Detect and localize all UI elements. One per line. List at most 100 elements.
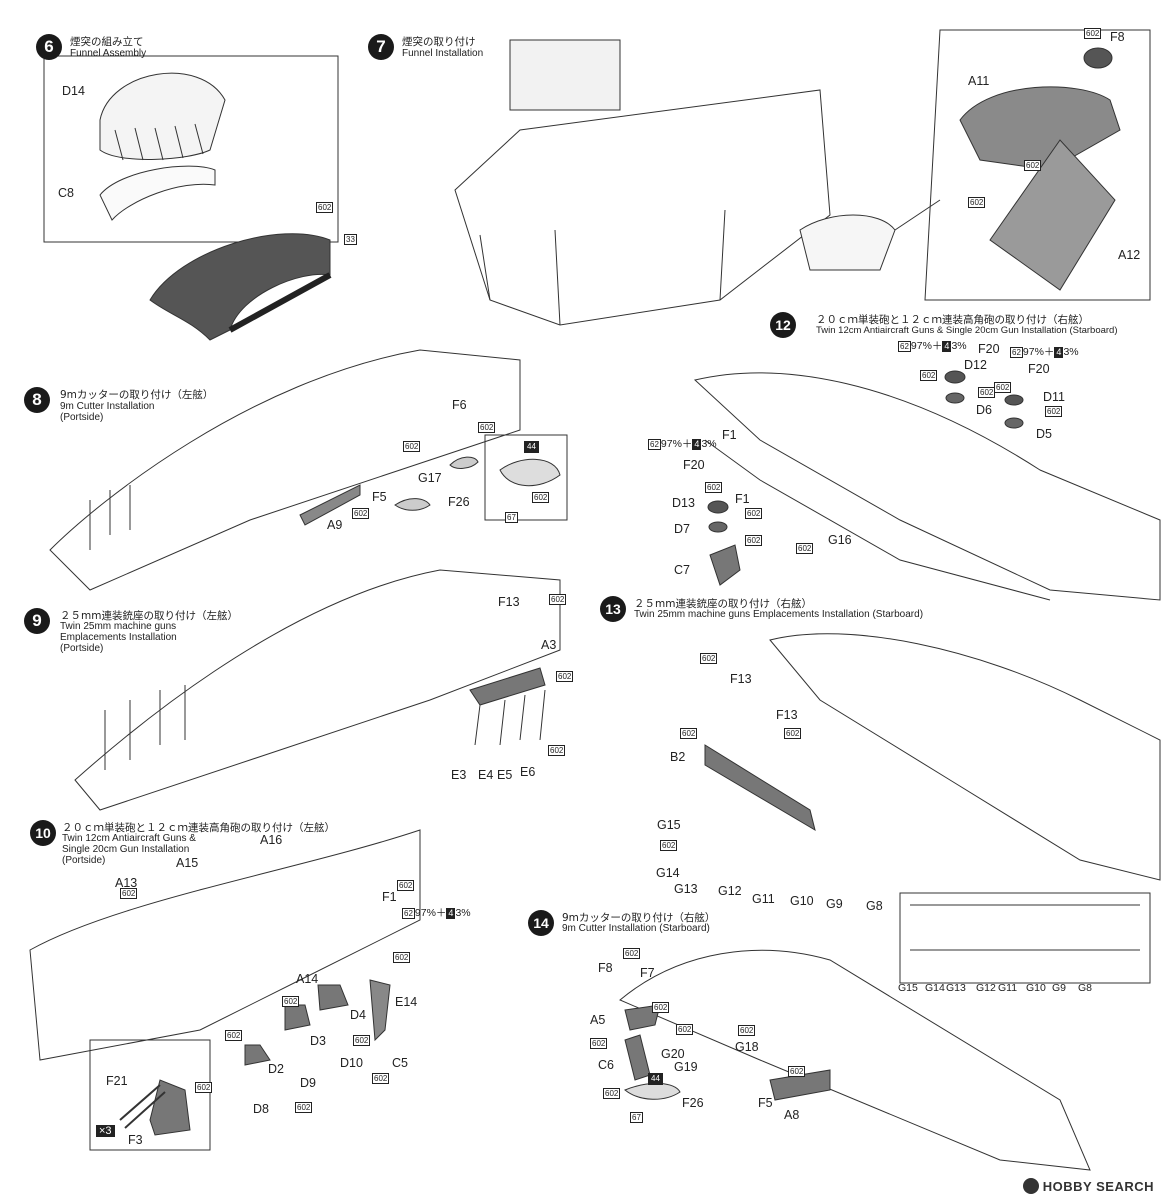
part-label: F13 xyxy=(730,672,752,686)
color-tag: 602 xyxy=(920,370,938,381)
part-B2-shape xyxy=(704,744,816,832)
part-label: D11 xyxy=(1043,390,1066,404)
part-label: E5 xyxy=(497,768,513,782)
color-tag: 602 xyxy=(316,202,334,213)
part-label: E6 xyxy=(520,765,536,779)
inset-label: G9 xyxy=(1052,982,1067,994)
part-label: G10 xyxy=(790,894,814,908)
step-title-en: Twin 12cm Antiaircraft Guns & Single 20c… xyxy=(62,833,196,866)
part-C7-shape xyxy=(709,544,741,586)
color-tag: 602 xyxy=(745,508,763,519)
part-label: A8 xyxy=(784,1108,800,1122)
part-label: E4 xyxy=(478,768,494,782)
part-label: C8 xyxy=(58,186,74,200)
part-label: F7 xyxy=(640,966,655,980)
step-title-jp: ２０ｃｍ単装砲と１２ｃｍ連装高角砲の取り付け（右舷） xyxy=(816,314,1089,326)
color-tag: 602 xyxy=(660,840,678,851)
color-tag: 602 xyxy=(397,880,415,891)
step8-cutter-box xyxy=(484,434,568,521)
quantity-badge: ×3 xyxy=(96,1125,115,1137)
part-label: A12 xyxy=(1118,248,1141,262)
color-tag: 602 xyxy=(549,594,567,605)
assembled-funnel xyxy=(149,233,331,341)
step-title-en: 9m Cutter Installation (Portside) xyxy=(60,401,155,423)
color-tag: 602 xyxy=(352,508,370,519)
part-label: G18 xyxy=(735,1040,759,1054)
part-A3-shape xyxy=(469,667,546,706)
step-title-jp: 9mカッターの取り付け（左舷） xyxy=(60,389,214,401)
part-label: F8 xyxy=(1110,30,1125,44)
step-title-jp: ２５mm連装銃座の取り付け（左舷） xyxy=(60,610,238,622)
part-label: G9 xyxy=(826,897,843,911)
part-label: F1 xyxy=(722,428,737,442)
step-number: 9 xyxy=(24,608,50,634)
inset-label: G10 xyxy=(1026,982,1046,994)
color-tag: 602 xyxy=(978,387,996,398)
part-label: F1 xyxy=(735,492,750,506)
part-label: G16 xyxy=(828,533,852,547)
part-label: E14 xyxy=(395,995,418,1009)
step-title-en: Twin 12cm Antiaircraft Guns & Single 20c… xyxy=(816,325,1118,336)
step-number: 7 xyxy=(368,34,394,60)
step7-hull-section xyxy=(454,89,831,326)
part-label: F5 xyxy=(758,1096,773,1110)
step-title-en: Twin 25mm machine guns Emplacements Inst… xyxy=(634,609,924,620)
part-label: F5 xyxy=(372,490,387,504)
watermark: HOBBY SEARCH xyxy=(1022,1178,1154,1194)
step9-hull xyxy=(74,569,561,811)
step-title-en: Funnel Assembly xyxy=(70,48,147,59)
color-tag: 44 xyxy=(648,1073,663,1085)
inset-label: G15 xyxy=(898,982,918,994)
cutter-boat xyxy=(499,458,561,487)
part-label: A9 xyxy=(327,518,343,532)
part-label: D8 xyxy=(253,1102,269,1116)
part-label: G12 xyxy=(718,884,742,898)
step12-hull xyxy=(693,372,1161,601)
part-label: F8 xyxy=(598,961,613,975)
color-tag: 602 xyxy=(282,996,300,1007)
step-number: 13 xyxy=(600,596,626,622)
color-tag: 602 xyxy=(532,492,550,503)
color-tag: 602 xyxy=(478,422,496,433)
step-title-en: 9m Cutter Installation (Starboard) xyxy=(562,923,710,934)
part-label: G20 xyxy=(661,1047,685,1061)
part-label: F26 xyxy=(682,1096,704,1110)
color-tag: 44 xyxy=(524,441,539,453)
inset-label: G11 xyxy=(998,982,1018,994)
step10-hull xyxy=(29,829,421,1061)
marking-ref: 67 xyxy=(630,1112,643,1123)
part-label: E3 xyxy=(451,768,467,782)
part-label: D12 xyxy=(964,358,987,372)
step-title-en: Funnel Installation xyxy=(402,48,484,59)
step7-detail-box xyxy=(924,29,1151,301)
inset-label: G14 xyxy=(925,982,945,994)
part-label: G13 xyxy=(674,882,698,896)
part-label: A13 xyxy=(115,876,138,890)
part-label: A5 xyxy=(590,1013,606,1027)
part-label: D13 xyxy=(672,496,695,510)
part-label: A11 xyxy=(968,74,990,88)
step-number: 6 xyxy=(36,34,62,60)
part-label: G15 xyxy=(657,818,681,832)
part-F8-shape xyxy=(1083,47,1113,69)
color-tag: 602 xyxy=(788,1066,806,1077)
color-tag: 602 xyxy=(120,888,138,899)
part-label: F20 xyxy=(1028,362,1050,376)
step-title-jp: 9mカッターの取り付け（右舷） xyxy=(562,912,716,924)
step-title-jp: 煙突の組み立て xyxy=(70,36,144,48)
step-number: 14 xyxy=(528,910,554,936)
part-label: D9 xyxy=(300,1076,316,1090)
color-tag: 602 xyxy=(700,653,718,664)
funnel-c8-part xyxy=(99,165,216,221)
part-label: G11 xyxy=(752,892,775,906)
step-title-en: Twin 25mm machine guns Emplacements Inst… xyxy=(60,621,177,654)
step-title-jp: 煙突の取り付け xyxy=(402,36,476,48)
part-label: F1 xyxy=(382,890,397,904)
color-tag: 602 xyxy=(652,1002,670,1013)
part-label: D7 xyxy=(674,522,690,536)
step-number: 10 xyxy=(30,820,56,846)
inset-label: G12 xyxy=(976,982,996,994)
step7-funnel-cap xyxy=(509,39,621,111)
